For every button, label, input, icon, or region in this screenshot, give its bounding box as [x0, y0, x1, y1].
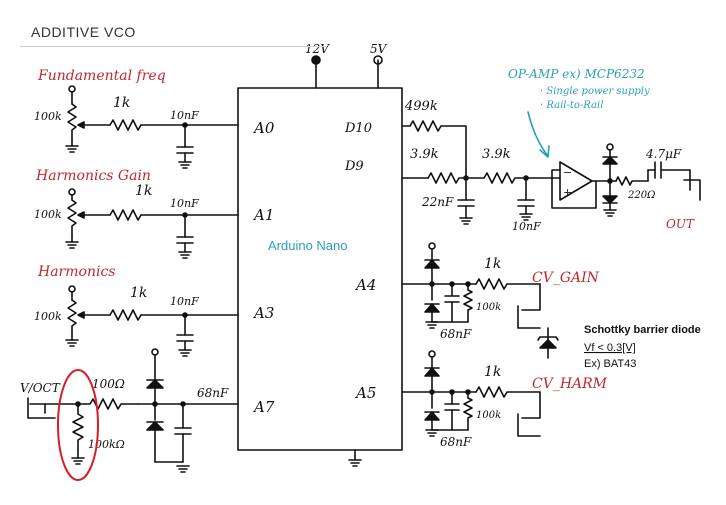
- jack-cv-harm: [517, 391, 541, 437]
- c2-label: 10nF: [512, 220, 541, 233]
- chip-label: Arduino Nano: [268, 238, 348, 253]
- highlight-circle: [57, 369, 99, 481]
- r-out-label: 220Ω: [627, 190, 655, 201]
- diode-title: Schottky barrier diode: [584, 324, 701, 336]
- cv-gain-label: CV_GAIN: [532, 270, 600, 286]
- resistor-cv-harm-pd: [463, 391, 473, 431]
- pot-label-a0: 100k: [34, 110, 62, 123]
- pot-a3: [67, 299, 77, 335]
- cv-harm-rpd: 100k: [476, 410, 501, 421]
- pin-a1: A1: [252, 206, 274, 224]
- input-label-harmonics: Harmonics: [37, 264, 115, 280]
- terminal-5v: [373, 55, 383, 65]
- cv-gain-rpd: 100k: [476, 302, 501, 313]
- diode-example: Ex) BAT43: [584, 358, 636, 370]
- res-label-a3: 1k: [130, 285, 147, 301]
- resistor-voct: [77, 398, 139, 410]
- pin-d10: D10: [344, 121, 372, 136]
- opamp-note-1: · Single power supply: [540, 86, 650, 97]
- pin-a0: A0: [252, 119, 275, 137]
- res-label-a0: 1k: [113, 95, 130, 111]
- resistor-d10: [409, 120, 467, 179]
- voct-r-series: 100Ω: [92, 377, 125, 391]
- cv-harm-cap: 68nF: [440, 435, 472, 449]
- label-12v: 12V: [305, 42, 330, 56]
- resistor-cv-harm: [475, 386, 541, 398]
- cv-harm-res: 1k: [484, 364, 501, 380]
- cap-label-a1: 10nF: [170, 197, 199, 210]
- pin-a7: A7: [252, 398, 275, 416]
- cap-label-a3: 10nF: [170, 295, 199, 308]
- opamp-plus: +: [563, 186, 572, 199]
- pin-a4: A4: [354, 276, 376, 294]
- input-label-harmonics-gain: Harmonics Gain: [35, 168, 151, 184]
- r2-label: 3.9k: [482, 147, 511, 162]
- c1-label: 22nF: [421, 195, 454, 209]
- terminal-12v: [311, 55, 321, 65]
- jack-voct: [29, 403, 46, 414]
- resistor-voct-shunt: [72, 403, 84, 451]
- schottky-diode-symbol: [539, 339, 557, 349]
- resistor-a1: [109, 209, 142, 221]
- resistor-d9: [427, 172, 467, 184]
- jack-cv-gain: [517, 283, 541, 329]
- pin-d9: D9: [344, 159, 364, 174]
- resistor-cv-gain: [475, 278, 541, 290]
- title-divider: [20, 46, 326, 47]
- pot-a1: [67, 199, 77, 237]
- pin-a5: A5: [354, 384, 376, 402]
- pot-label-a1: 100k: [34, 208, 62, 221]
- pin-a3: A3: [252, 304, 274, 322]
- resistor-out: [615, 176, 649, 186]
- voct-r-shunt: 100kΩ: [88, 438, 125, 451]
- pot-label-a3: 100k: [34, 310, 62, 323]
- resistor-r2: [465, 172, 561, 184]
- diode-vf: Vf < 0.3[V]: [584, 342, 636, 354]
- arduino-nano-box: [237, 87, 403, 451]
- page-title: ADDITIVE VCO: [31, 24, 136, 40]
- r-d9-label: 3.9k: [410, 147, 439, 162]
- opamp-symbol: [559, 161, 593, 201]
- pot-a0: [67, 103, 77, 141]
- opamp-note-2: · Rail-to-Rail: [540, 100, 603, 111]
- voct-label: V/OCT: [20, 381, 61, 395]
- cv-harm-label: CV_HARM: [532, 376, 608, 392]
- resistor-cv-gain-pd: [463, 283, 473, 323]
- cv-gain-cap: 68nF: [440, 327, 472, 341]
- cv-gain-res: 1k: [484, 256, 501, 272]
- res-label-a1: 1k: [135, 183, 152, 199]
- r-d10-label: 499k: [404, 99, 438, 114]
- input-label-fundamental: Fundamental freq: [37, 68, 166, 84]
- ground-chip: [348, 459, 362, 467]
- jack-out: [683, 169, 701, 201]
- opamp-note: OP-AMP ex) MCP6232: [508, 67, 645, 81]
- voct-cap: 68nF: [197, 386, 229, 400]
- out-label: OUT: [666, 217, 695, 231]
- opamp-note-arrow: [527, 111, 549, 157]
- c-out-label: 4.7μF: [645, 147, 682, 161]
- resistor-a0: [109, 119, 142, 131]
- opamp-minus: −: [563, 166, 572, 179]
- resistor-a3: [109, 309, 142, 321]
- cap-label-a0: 10nF: [170, 109, 199, 122]
- label-5v: 5V: [370, 42, 388, 56]
